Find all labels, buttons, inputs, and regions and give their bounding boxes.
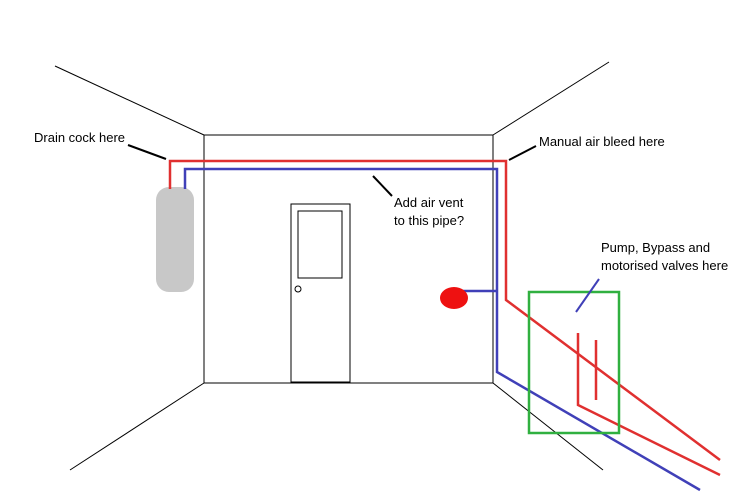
pump-label-line2: motorised valves here — [601, 258, 729, 273]
drain-cock-label: Drain cock here — [34, 130, 126, 145]
door — [290, 203, 351, 383]
drain-cock-pointer — [127, 144, 167, 160]
flow-pipe-branch — [576, 333, 721, 477]
air-vent-label-line2: to this pipe? — [394, 213, 465, 228]
return-pipe — [183, 167, 701, 492]
air-bleed-pointer — [508, 145, 537, 161]
pointers — [127, 144, 537, 197]
pump-pointer — [575, 278, 600, 313]
manual-air-bleed-label: Manual air bleed here — [539, 134, 665, 149]
air-vent-pointer — [372, 175, 393, 197]
pump-label-line1: Pump, Bypass and — [601, 240, 711, 255]
pump-box — [527, 290, 621, 435]
ceiling-edge-left — [54, 65, 205, 136]
back-wall — [203, 134, 494, 384]
hot-water-cylinder — [156, 187, 194, 292]
floor-edge-right — [492, 382, 604, 471]
floor-edge-left — [69, 382, 205, 471]
room-outline — [54, 61, 610, 471]
boiler — [440, 287, 468, 309]
air-vent-label-line1: Add air vent — [394, 195, 464, 210]
door-window — [297, 210, 343, 279]
door-handle — [294, 285, 302, 293]
ceiling-edge-right — [492, 61, 610, 136]
